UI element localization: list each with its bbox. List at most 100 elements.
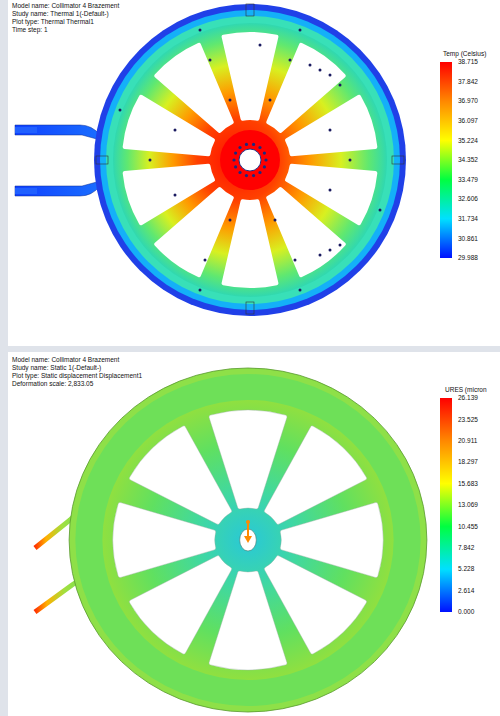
legend-value: 33.479 <box>458 176 478 183</box>
node-dot <box>209 59 212 62</box>
legend-value: 30.861 <box>458 235 478 242</box>
legend-value: 35.224 <box>458 137 478 144</box>
plot-header: Model name: Collimator 4 Brazement <box>12 356 119 363</box>
ring <box>106 16 394 304</box>
cutout <box>266 187 346 277</box>
legend-value: 32.606 <box>458 195 478 202</box>
cutout <box>123 164 215 226</box>
legend-value: 18.297 <box>458 458 478 465</box>
ring <box>100 10 400 310</box>
legend-value: 23.525 <box>458 416 478 423</box>
cutout <box>285 95 377 157</box>
node-dot <box>319 254 322 257</box>
node-dot <box>263 165 266 168</box>
legend-value: 37.842 <box>458 78 478 85</box>
node-dot <box>234 151 237 154</box>
plot-header: Plot type: Thermal Thermal1 <box>12 18 94 25</box>
legend-value: 7.842 <box>458 544 474 551</box>
spoke-disk <box>113 23 387 297</box>
legend-value: 13.069 <box>458 501 478 508</box>
legend-value: 38.715 <box>458 58 478 65</box>
legend-value: 29.988 <box>458 254 478 261</box>
node-dot <box>329 129 332 132</box>
color-bar <box>440 62 452 258</box>
plot-header: Time step: 1 <box>12 26 48 33</box>
outer-ring <box>69 368 427 712</box>
node-dot <box>329 249 332 252</box>
node-dot <box>264 158 267 161</box>
node-dot <box>263 151 266 154</box>
node-dot <box>232 158 235 161</box>
node-dot <box>339 84 342 87</box>
legend-value: 36.970 <box>458 97 478 104</box>
node-dot <box>299 289 302 292</box>
cutout <box>222 199 279 288</box>
node-dot <box>229 99 232 102</box>
node-dot <box>238 171 241 174</box>
node-dot <box>245 143 248 146</box>
node-dot <box>329 189 332 192</box>
legend-value: 36.097 <box>458 117 478 124</box>
mount-tab <box>246 302 254 314</box>
node-dot <box>199 29 202 32</box>
plot-header: Model name: Collimator 4 Brazement <box>12 2 119 9</box>
plot-header: Study name: Static 1(-Default-) <box>12 364 101 371</box>
node-dot <box>379 209 382 212</box>
plot-panel <box>8 352 500 716</box>
load-arrow <box>246 520 250 524</box>
node-dot <box>252 174 255 177</box>
pipe <box>15 125 104 141</box>
plot-panel <box>8 0 500 346</box>
mount-tab <box>96 156 108 164</box>
node-dot <box>269 99 272 102</box>
node-dot <box>258 146 261 149</box>
thermal-model <box>15 4 406 316</box>
node-dot <box>199 289 202 292</box>
node-dot <box>299 29 302 32</box>
node-dot <box>349 159 352 162</box>
legend-value: 5.228 <box>458 565 474 572</box>
legend-title: URES (micron <box>445 386 487 393</box>
legend-value: 15.683 <box>458 480 478 487</box>
mount-tab <box>246 4 254 16</box>
node-dot <box>238 146 241 149</box>
node-dot <box>329 74 332 77</box>
node-dot <box>245 174 248 177</box>
cutout <box>129 426 231 524</box>
node-dot <box>259 44 262 47</box>
node-dot <box>289 59 292 62</box>
node-dot <box>274 219 277 222</box>
load-arrow <box>247 524 249 538</box>
node-dot <box>234 165 237 168</box>
hub-hole <box>239 149 261 171</box>
legend-value: 31.734 <box>458 215 478 222</box>
mount-tab <box>392 156 404 164</box>
legend-value: 20.911 <box>458 437 477 444</box>
node-dot <box>174 129 177 132</box>
spoke-disk <box>102 400 393 680</box>
outer-ring <box>94 4 406 316</box>
pipe-end <box>15 127 37 133</box>
plot-header: Deformation scale: 2,833.05 <box>12 380 93 387</box>
legend-title: Temp (Celsius) <box>443 50 486 57</box>
pipe <box>15 180 104 196</box>
node-dot <box>252 143 255 146</box>
node-dot <box>319 69 322 72</box>
node-dot <box>309 64 312 67</box>
pipe-end <box>15 188 37 194</box>
node-dot <box>339 244 342 247</box>
color-bar <box>440 398 452 612</box>
node-dot <box>149 159 152 162</box>
legend-value: 26.139 <box>458 394 478 401</box>
node-dot <box>258 171 261 174</box>
hub <box>220 130 280 190</box>
legend-value: 0.000 <box>458 608 474 615</box>
node-dot <box>174 194 177 197</box>
cutout <box>222 32 279 121</box>
ring <box>75 374 420 706</box>
legend-value: 2.614 <box>458 587 474 594</box>
load-arrow <box>244 536 252 543</box>
node-dot <box>229 219 232 222</box>
node-dot <box>204 259 207 262</box>
legend-value: 10.455 <box>458 523 478 530</box>
